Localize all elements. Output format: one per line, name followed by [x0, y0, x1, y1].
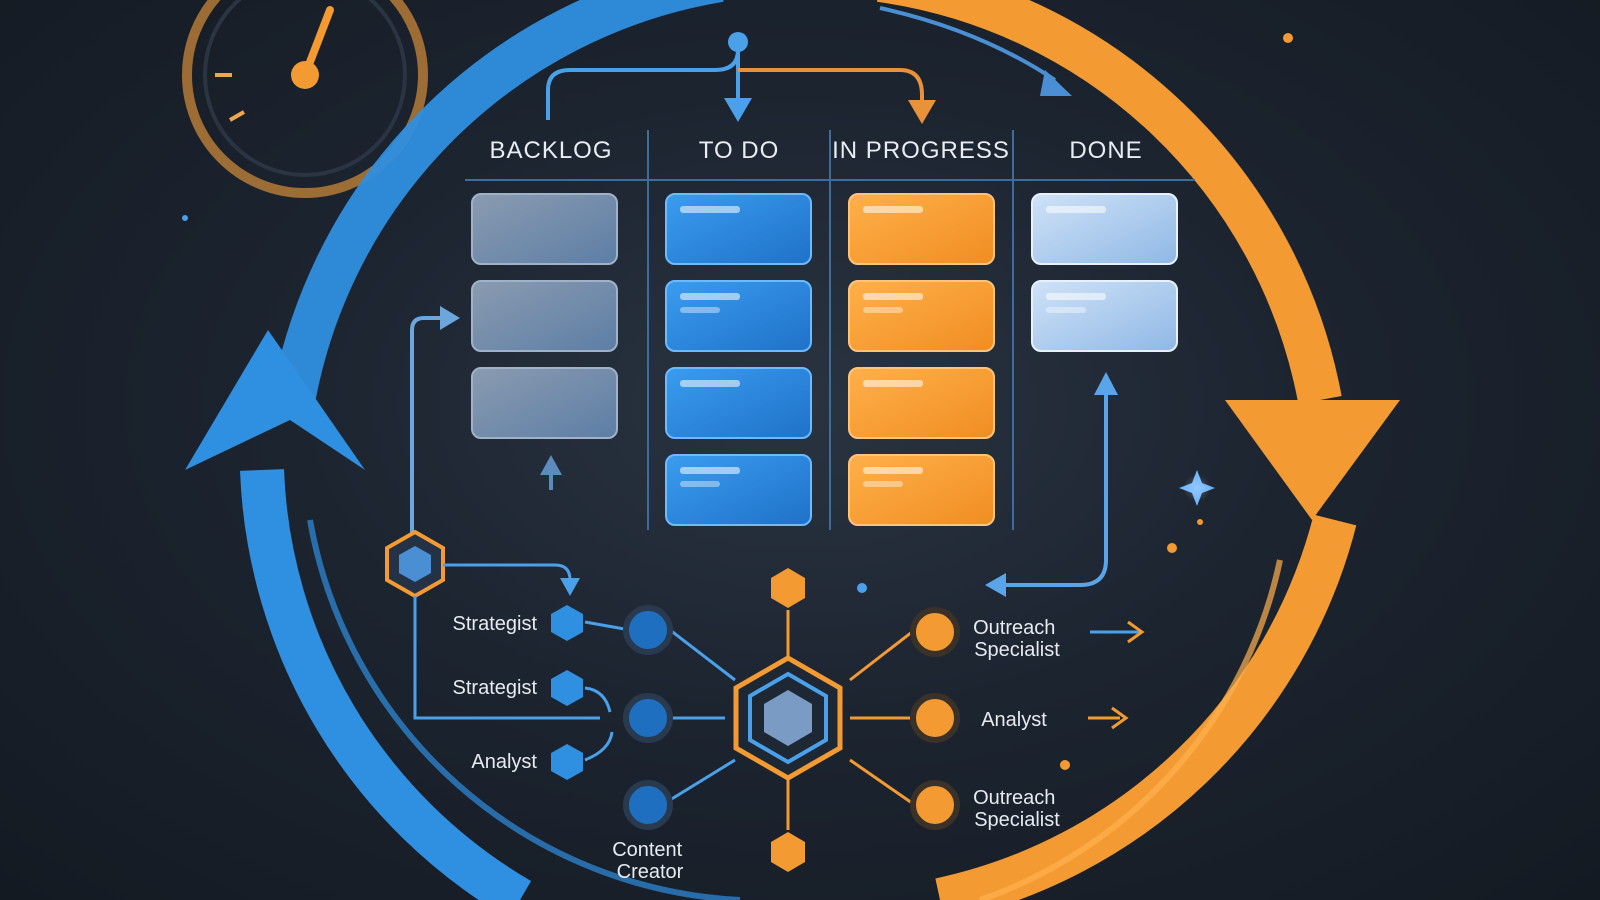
kanban-card-backlog-1 [471, 193, 618, 265]
card-text-line [863, 467, 923, 474]
team-node-blue-1 [623, 605, 673, 655]
role-label-analyst-right: Analyst [981, 709, 1047, 731]
card-text-line [1046, 307, 1086, 313]
left-hexagon-icon [385, 529, 600, 720]
card-text-line [863, 206, 923, 213]
team-node-blue-2 [623, 693, 673, 743]
card-text-line [863, 307, 903, 313]
kanban-card-done-1 [1031, 193, 1178, 265]
card-text-line [680, 206, 740, 213]
role-marker-strategist-1 [551, 605, 583, 641]
card-text-line [680, 307, 720, 313]
kanban-card-todo-1 [665, 193, 812, 265]
card-text-line [680, 467, 740, 474]
hexagon-hub-icon [733, 655, 843, 781]
board-arrows [410, 306, 1118, 597]
team-node-orange-1 [910, 607, 960, 657]
role-label-strategist-2: Strategist [453, 677, 538, 699]
hex-node-top [771, 568, 805, 608]
role-marker-strategist-2 [551, 670, 583, 706]
card-text-line [680, 293, 740, 300]
role-label-analyst-left: Analyst [471, 751, 537, 773]
column-header-done: DONE [1069, 137, 1142, 164]
team-node-blue-3 [623, 780, 673, 830]
card-text-line [1046, 206, 1106, 213]
kanban-card-backlog-2 [471, 280, 618, 352]
sparkle-icon [1179, 470, 1215, 506]
card-text-line [863, 481, 903, 487]
card-text-line [680, 380, 740, 387]
top-flow-arrows [546, 6, 1072, 124]
role-label-outreach-2: Outreach Specialist [973, 787, 1061, 831]
team-node-orange-3 [910, 780, 960, 830]
column-dividers [647, 130, 1014, 530]
kanban-card-todo-3 [665, 367, 812, 439]
role-labels: Strategist Strategist Analyst Content Cr… [453, 613, 1061, 883]
card-text-line [680, 481, 720, 487]
role-label-outreach-1: Outreach Specialist [973, 617, 1061, 661]
card-text-line [863, 380, 923, 387]
card-text-line [1046, 293, 1106, 300]
kanban-cards [471, 193, 1178, 526]
kanban-card-todo-4 [665, 454, 812, 526]
kanban-card-inprogress-3 [848, 367, 995, 439]
column-header-todo: TO DO [699, 137, 780, 164]
decorative-dots [182, 33, 1293, 770]
kanban-card-inprogress-4 [848, 454, 995, 526]
role-label-content-creator: Content Creator [612, 839, 688, 883]
role-marker-analyst [551, 744, 583, 780]
kanban-card-todo-2 [665, 280, 812, 352]
stopwatch-icon [182, 0, 428, 198]
circular-arrows-icon [185, 0, 1400, 900]
kanban-card-backlog-3 [471, 367, 618, 439]
column-header-in-progress: IN PROGRESS [832, 137, 1010, 164]
kanban-card-inprogress-1 [848, 193, 995, 265]
card-text-line [863, 293, 923, 300]
column-header-backlog: BACKLOG [489, 137, 612, 164]
kanban-headers: BACKLOG TO DO IN PROGRESS DONE [489, 137, 1142, 164]
hex-node-bottom [771, 832, 805, 872]
role-label-strategist-1: Strategist [453, 613, 538, 635]
kanban-card-done-2 [1031, 280, 1178, 352]
kanban-card-inprogress-2 [848, 280, 995, 352]
team-network [551, 568, 1145, 872]
team-node-orange-2 [910, 693, 960, 743]
